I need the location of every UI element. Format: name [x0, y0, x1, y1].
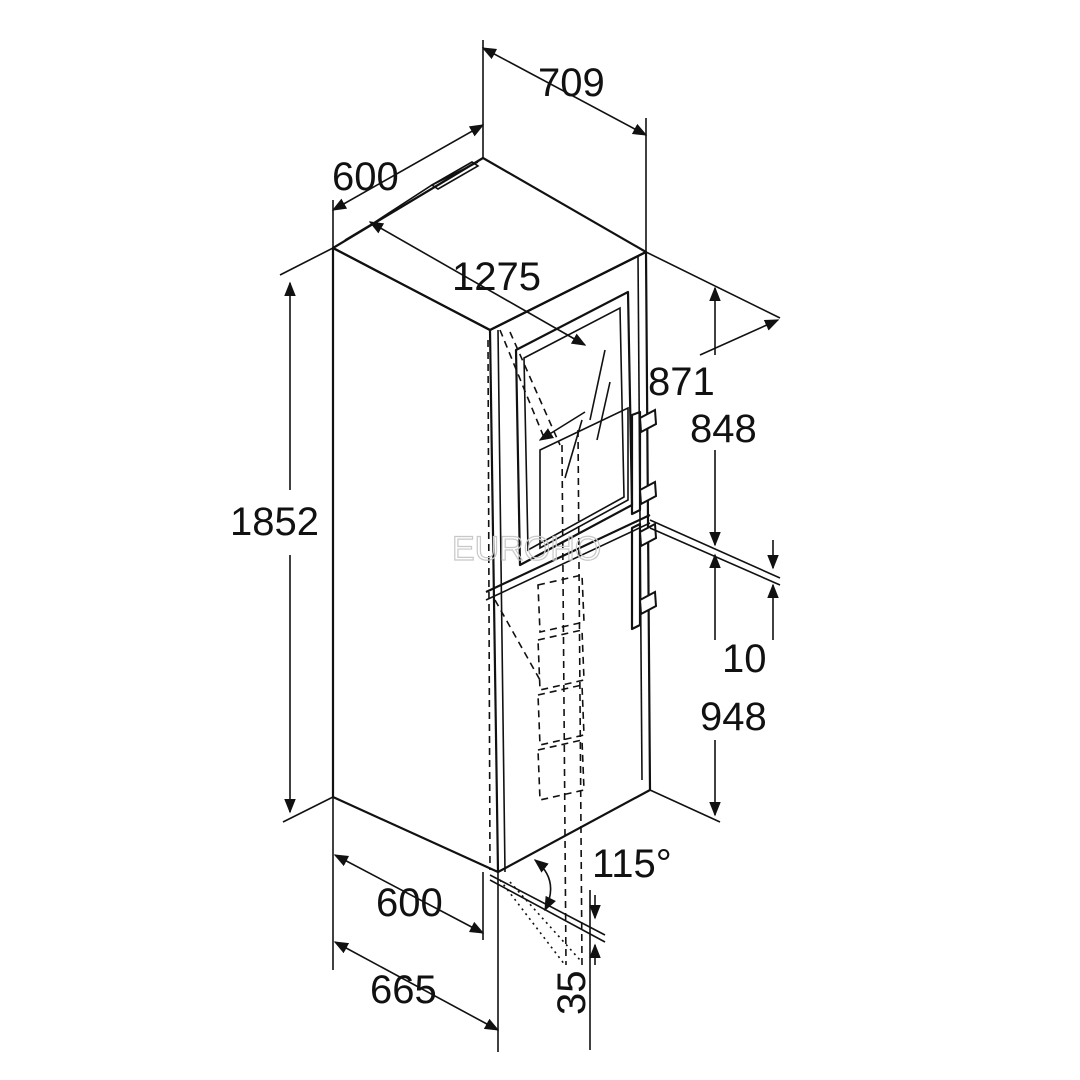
door-split-line — [485, 514, 651, 593]
door-split-line-lower — [485, 522, 651, 601]
ext-right-bottom — [649, 789, 721, 823]
watermark-logo: EUROHO — [452, 530, 601, 568]
inner-vertical-3 — [577, 429, 583, 966]
dim-665 — [333, 941, 500, 1031]
dim-709 — [481, 47, 648, 136]
ext-1852-top — [279, 247, 334, 276]
dim-1275-leader — [538, 411, 586, 441]
label-10: 10 — [722, 637, 767, 681]
interior-hidden-lines — [487, 329, 585, 966]
glass-frame-inner — [523, 306, 625, 552]
label-600-bottom: 600 — [376, 881, 443, 925]
upper-handle-mount-bottom — [638, 480, 658, 506]
lower-handle-mount-bottom — [638, 590, 658, 616]
label-871: 871 — [648, 360, 715, 404]
label-35: 35 — [550, 971, 594, 1016]
door-handles — [630, 408, 658, 631]
dim-600-top — [331, 124, 485, 211]
door-swing-diagonal — [499, 329, 546, 441]
label-709: 709 — [538, 61, 605, 105]
dim-600-bottom — [333, 854, 485, 934]
upper-handle-mount-top — [638, 408, 658, 434]
label-1852: 1852 — [230, 500, 319, 544]
drawer-3 — [537, 684, 585, 746]
door-open-line-1 — [489, 874, 606, 936]
glass-reflection-3 — [564, 419, 583, 479]
door-open-arc-lines — [499, 879, 566, 966]
drawer-2 — [537, 629, 585, 691]
drawer-4 — [537, 739, 585, 801]
door-open-line-2 — [489, 879, 606, 943]
glass-inner-panel — [539, 406, 629, 550]
lower-handle — [630, 522, 642, 631]
dimension-lines — [279, 40, 781, 1052]
lower-diagonal — [494, 599, 541, 681]
label-600-top: 600 — [332, 155, 399, 199]
glass-reflection-2 — [596, 381, 611, 441]
label-665: 665 — [370, 968, 437, 1012]
dimension-labels: 709 600 1275 1852 871 848 10 948 115° 60… — [230, 61, 767, 1015]
dim-1275 — [368, 221, 587, 346]
label-848: 848 — [690, 407, 757, 451]
dim-871 — [699, 319, 780, 356]
label-1275: 1275 — [452, 255, 541, 299]
front-edge-line-right — [637, 255, 643, 781]
door-swing-diagonal-2 — [509, 331, 561, 446]
label-115-degrees: 115° — [592, 842, 672, 886]
front-edge-line — [497, 329, 506, 873]
ext-right-middle — [649, 519, 781, 579]
inner-vertical-1 — [487, 339, 491, 871]
drawer-1 — [537, 574, 585, 633]
ext-right-top — [645, 251, 781, 319]
glass-reflection-1 — [589, 349, 606, 421]
ext-1852-bottom — [282, 796, 334, 823]
door-open-arc-lines-2 — [509, 881, 581, 961]
upper-handle — [630, 410, 642, 516]
label-948: 948 — [700, 695, 767, 739]
inner-vertical-2 — [561, 444, 567, 966]
upper-glass-door — [514, 290, 634, 567]
